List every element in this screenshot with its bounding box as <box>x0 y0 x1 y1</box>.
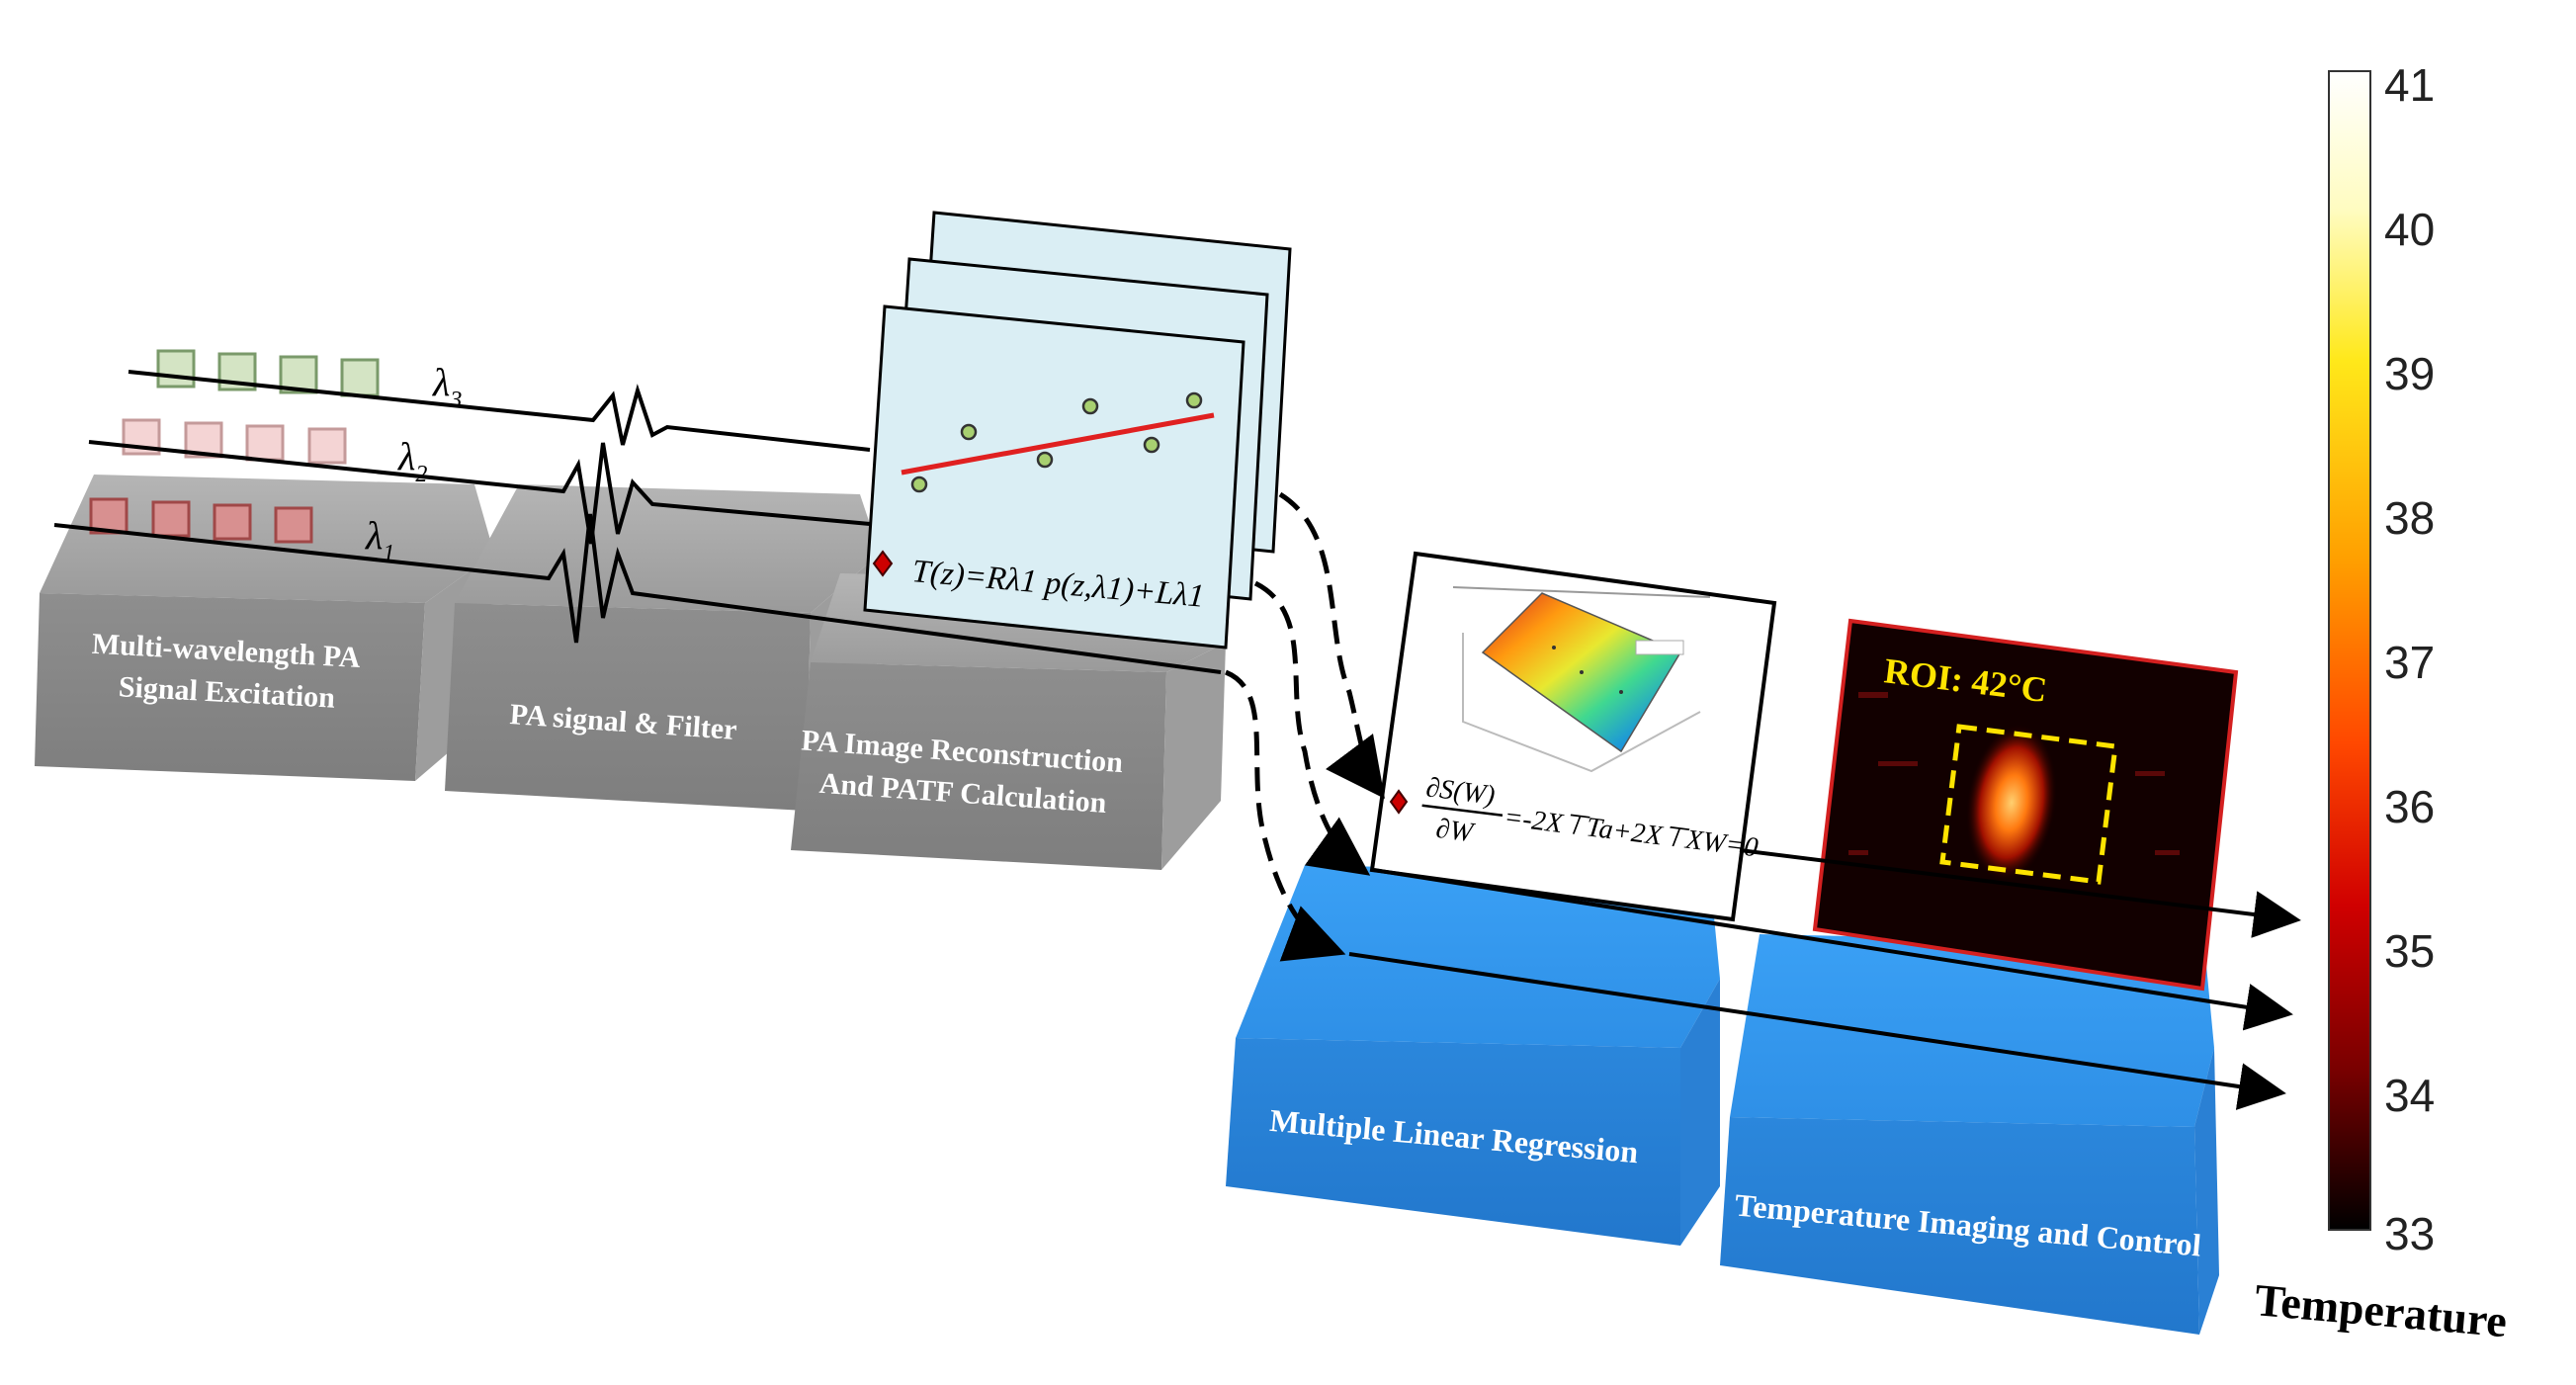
bullet-diamond-icon <box>872 550 894 577</box>
hot-spot <box>1966 724 2057 882</box>
colorbar-tick: 34 <box>2384 1070 2435 1121</box>
regression-panel: ∂S(W) ∂W =-2X⊤Ta+2X⊤XW=0 <box>1369 551 1777 922</box>
pulse <box>213 503 252 541</box>
speckle <box>2135 771 2165 776</box>
data-point <box>1185 391 1203 409</box>
pulse <box>245 424 285 462</box>
speckle <box>1858 692 1888 698</box>
thermal-image: ROI: 42°C <box>1812 618 2239 992</box>
speckle <box>1848 850 1868 855</box>
colorbar-tick: 37 <box>2384 637 2435 688</box>
speckle <box>2155 850 2180 855</box>
plot-mark <box>1580 670 1584 674</box>
colorbar-tick: 33 <box>2384 1208 2435 1259</box>
pulse-train-lambda3 <box>156 349 380 397</box>
data-point <box>910 476 928 493</box>
colorbar-tick: 41 <box>2384 59 2435 111</box>
signal-line-lambda1 <box>53 513 1222 674</box>
panel-front <box>863 304 1245 649</box>
pulse <box>151 500 191 538</box>
colorbar-tick: 36 <box>2384 781 2435 832</box>
output-arrow-3 <box>1348 952 2286 1110</box>
speckle <box>1878 761 1918 766</box>
colorbar-title: Temperature <box>2253 1274 2509 1346</box>
regression-eq-fraction-bar <box>1421 804 1503 818</box>
data-points <box>910 391 1203 493</box>
pulse-train-lambda2 <box>122 418 347 465</box>
pulse <box>156 349 196 389</box>
pulse <box>274 506 313 544</box>
pulse <box>307 427 347 465</box>
signal-line-lambda2 <box>88 440 871 545</box>
regression-eq-denominator: ∂W <box>1434 814 1477 849</box>
dashed-arrow-top <box>1278 491 1385 800</box>
signal-line-lambda3 <box>128 370 871 452</box>
patf-panel-stack: T(z)=Rλ1 p(z,λ1)+Lλ1 <box>863 211 1292 649</box>
pulse <box>89 497 129 535</box>
lambda2-label: λ2 <box>397 434 427 487</box>
data-point <box>1143 436 1160 454</box>
data-point <box>960 423 978 441</box>
colorbar-tick: 38 <box>2384 492 2435 544</box>
dashed-arrows <box>1224 491 1385 962</box>
colorbar-tick: 39 <box>2384 348 2435 399</box>
colorbar-gradient <box>2328 70 2371 1231</box>
output-arrows <box>1348 848 2301 1110</box>
plot-axis-frame <box>1462 633 1701 773</box>
bullet-diamond-icon <box>1389 789 1409 815</box>
dashed-arrow-bottom <box>1224 669 1346 962</box>
colorbar: 41 40 39 38 37 36 35 34 33 Temperature <box>2253 59 2509 1346</box>
plot-mark <box>1552 646 1556 649</box>
colorbar-ticks: 41 40 39 38 37 36 35 34 33 <box>2384 59 2435 1259</box>
plot-legend-box <box>1635 640 1684 655</box>
block-imaging: Temperature Imaging and Control <box>1720 934 2219 1335</box>
output-arrow-1 <box>1739 848 2301 938</box>
output-arrow-2 <box>1373 868 2293 1031</box>
block-reconstruction: PA Image Reconstruction And PATF Calcula… <box>791 573 1226 870</box>
data-point <box>1081 397 1099 415</box>
dashed-arrow-middle <box>1253 580 1371 876</box>
noise-speckles <box>1848 692 2180 855</box>
signal-lines <box>53 370 1222 674</box>
block-excitation: Multi-wavelength PA Signal Excitation <box>35 475 494 781</box>
roi-box <box>1939 724 2118 885</box>
fit-line <box>901 412 1215 476</box>
plot-marks <box>1552 646 1623 694</box>
plot-title-rule <box>1452 586 1711 598</box>
plot-mark <box>1619 690 1623 694</box>
pulse-train-lambda1 <box>89 497 313 544</box>
block-regression: Multiple Linear Regression <box>1226 865 1720 1246</box>
colorbar-tick: 35 <box>2384 925 2435 977</box>
data-point <box>1036 451 1054 469</box>
colorbar-tick: 40 <box>2384 204 2435 255</box>
pulse <box>340 358 380 397</box>
